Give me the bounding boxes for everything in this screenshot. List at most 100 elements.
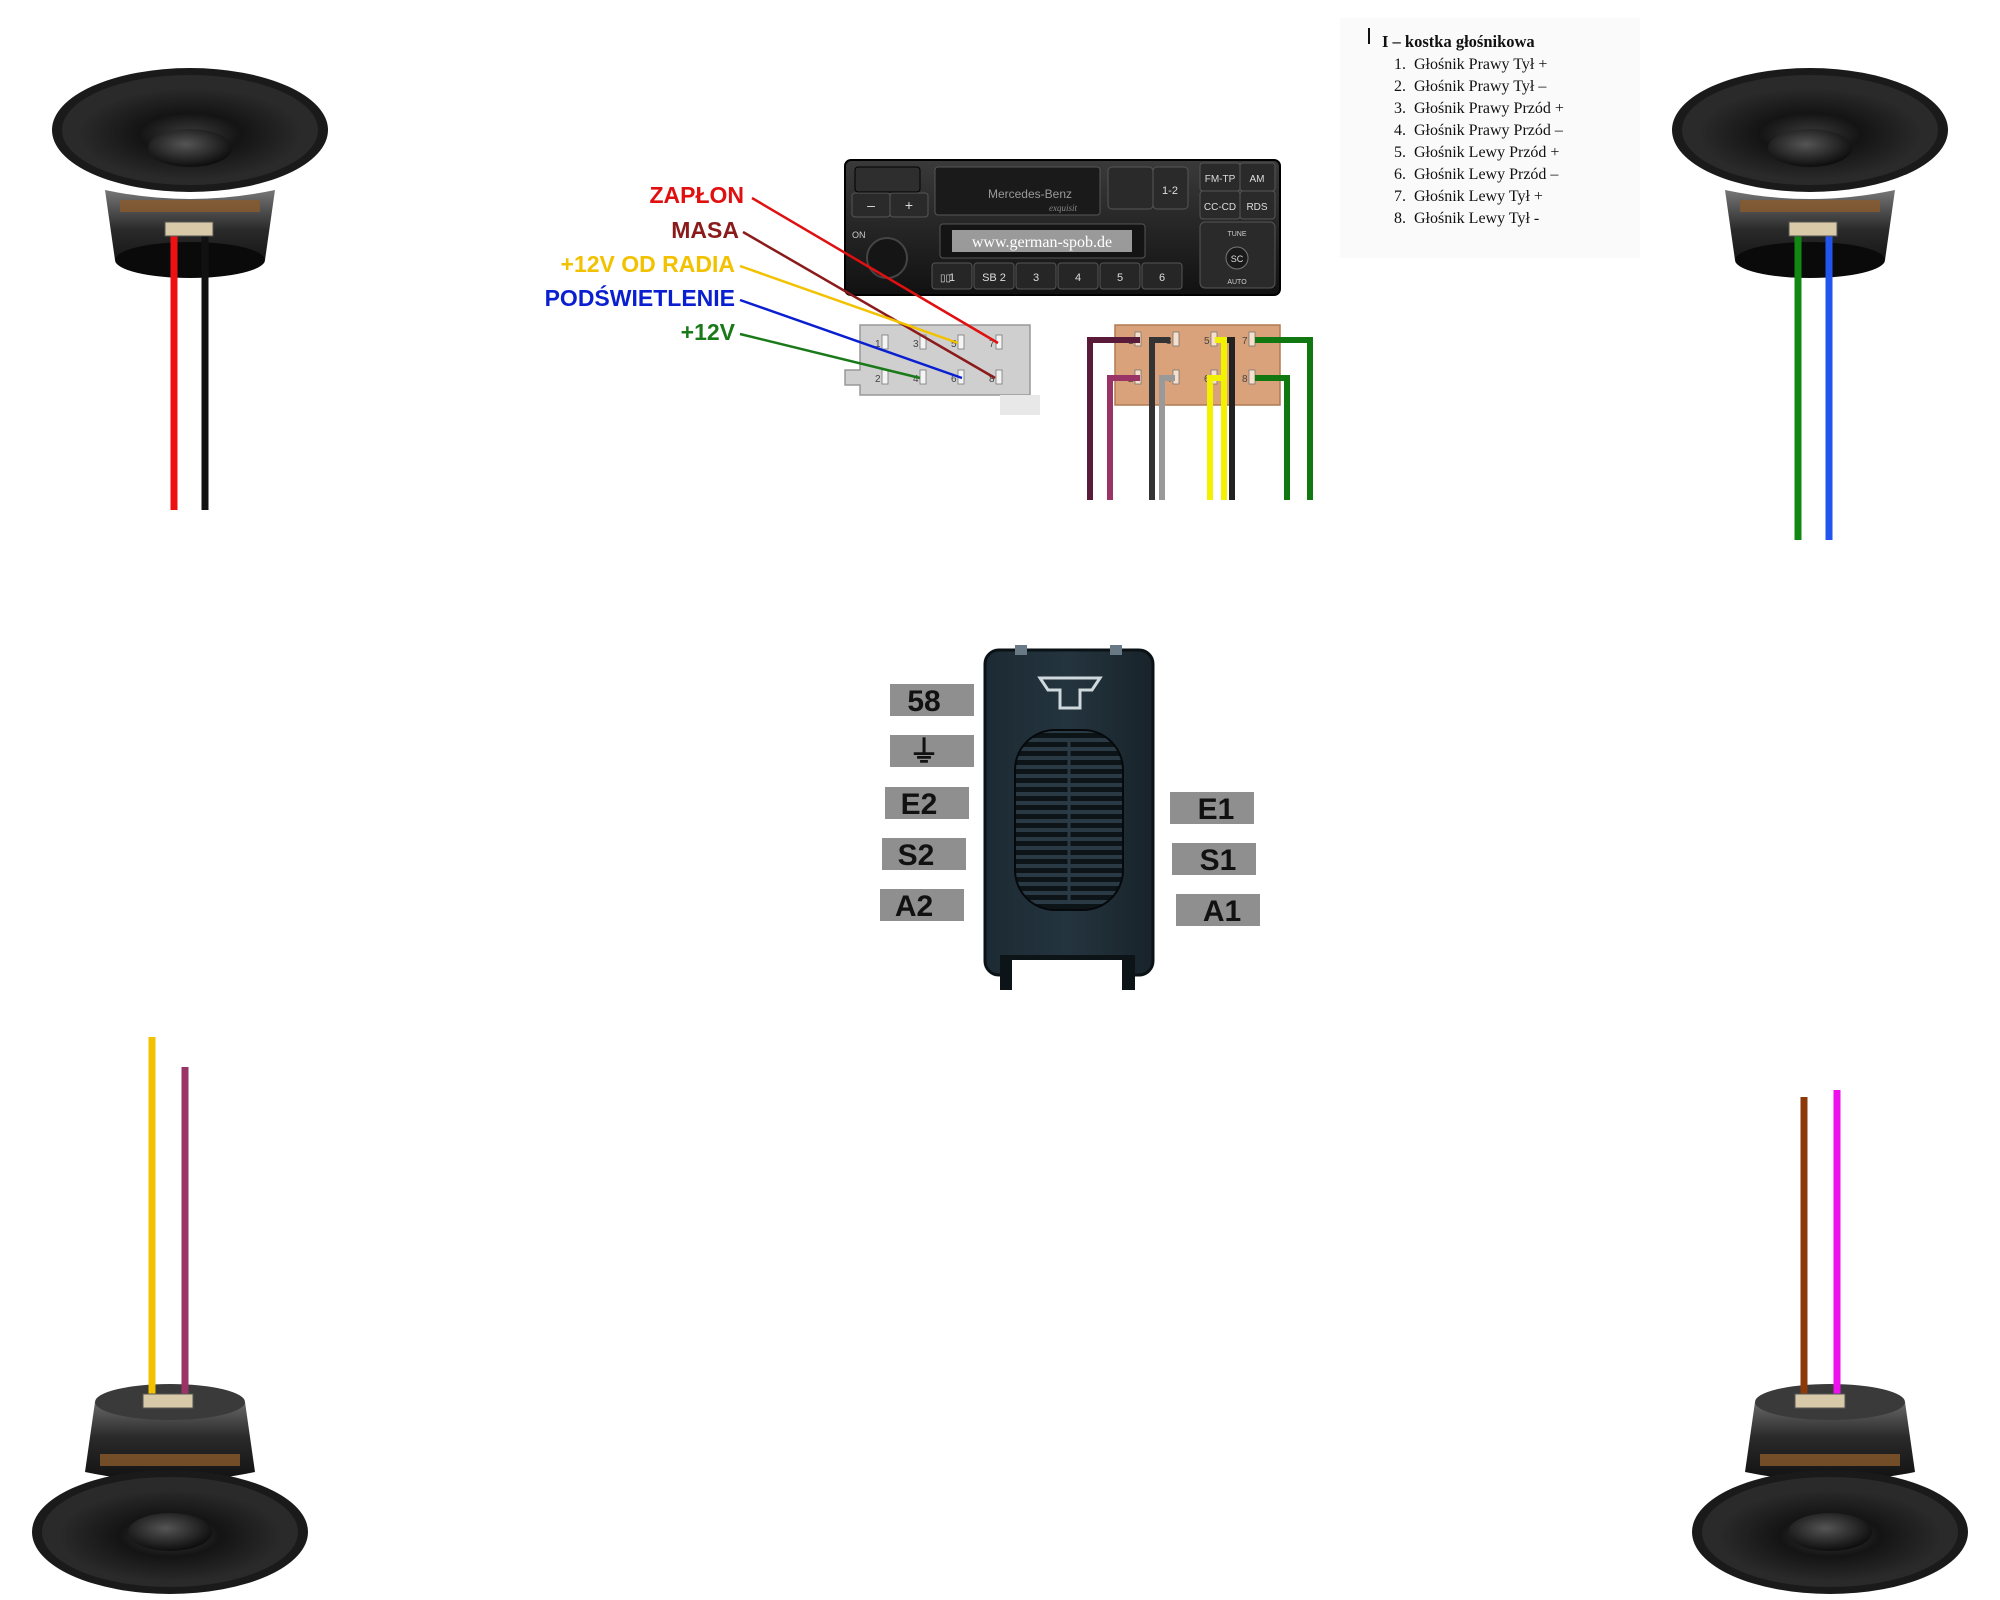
wire-label-masa: MASA	[671, 217, 739, 243]
conn-wire-9	[1255, 375, 1290, 500]
lead-12v-radio	[739, 264, 959, 345]
conn-wire-4	[1159, 375, 1175, 500]
radio-tune-label: TUNE	[1227, 231, 1246, 238]
connector-pin	[995, 369, 1003, 385]
radio-on-label: ON	[852, 230, 866, 240]
speaker-connector-legend: I – kostka głośnikowa Głośnik Prawy Tył …	[1340, 18, 1640, 258]
connector-pin-number: 4	[913, 374, 919, 385]
speaker-top-left	[52, 68, 328, 278]
terminal-label: S1	[1200, 844, 1237, 877]
lead-podswietlenie	[739, 298, 963, 380]
connector-pin	[881, 369, 889, 385]
lead-masa	[742, 230, 996, 380]
radio-url: www.german-spob.de	[972, 234, 1112, 251]
radio-volume-knob[interactable]	[866, 237, 908, 279]
speaker-wires	[142, 221, 1846, 1409]
legend-item: Głośnik Prawy Tył –	[1410, 76, 1564, 98]
legend-list: Głośnik Prawy Tył + Głośnik Prawy Tył – …	[1382, 54, 1564, 230]
conn-wire-1	[1087, 337, 1140, 500]
connector-pin-number: 1	[875, 339, 881, 350]
lead-zaplon	[751, 196, 999, 345]
connector-pin	[919, 369, 927, 385]
tape-icon: ▯▯	[940, 273, 951, 284]
legend-item: Głośnik Prawy Przód –	[1410, 120, 1564, 142]
radio-minus-label: –	[867, 197, 875, 213]
radio-preset-label: SB 2	[982, 272, 1006, 284]
legend-marker	[1368, 28, 1370, 44]
terminal-label: A1	[1203, 895, 1241, 928]
wire-label-group: ZAPŁON MASA +12V OD RADIA PODŚWIETLENIE …	[545, 182, 999, 380]
legend-item: Głośnik Prawy Tył +	[1410, 54, 1564, 76]
radio-preset-button[interactable]	[931, 262, 973, 290]
connector-pin-number: 5	[951, 339, 957, 350]
terminal-label: A2	[895, 890, 933, 923]
radio-plus-button[interactable]	[889, 192, 929, 218]
radio-sc-button[interactable]	[1225, 246, 1249, 270]
radio-preset-button[interactable]	[973, 262, 1015, 290]
radio-rds-button[interactable]	[1239, 190, 1276, 220]
radio-preset-label: 6	[1159, 272, 1165, 284]
terminal-badge	[890, 735, 974, 767]
radio-plus-label: +	[905, 197, 913, 213]
car-radio: Mercedes-Benz exquisit 1-2 FM-TP AM CC-C…	[844, 159, 1281, 296]
conn-wire-2	[1107, 375, 1140, 500]
legend-item: Głośnik Lewy Tył -	[1410, 208, 1564, 230]
connector-pin-number: 8	[1242, 374, 1248, 385]
connector-pin-number: 3	[913, 339, 919, 350]
wire-label-12v: +12V	[681, 319, 736, 345]
radio-preset-button[interactable]	[1099, 262, 1141, 290]
radio-knob-button[interactable]	[1107, 166, 1154, 210]
wire-label-podswietlenie: PODŚWIETLENIE	[545, 284, 735, 311]
terminal-label: 58	[907, 685, 940, 718]
connector-pin-number: 6	[951, 374, 957, 385]
terminal-badge	[1172, 843, 1256, 875]
radio-cc-cd-label: CC-CD	[1204, 202, 1236, 213]
conn-wire-6	[1215, 337, 1227, 500]
terminal-badge	[1170, 792, 1254, 824]
conn-wire-7	[1207, 375, 1225, 500]
radio-rds-label: RDS	[1246, 202, 1267, 213]
radio-model: exquisit	[1049, 203, 1077, 213]
radio-preset-button[interactable]	[1141, 262, 1183, 290]
connector-pin-number: 2	[875, 374, 881, 385]
radio-am-label: AM	[1250, 174, 1265, 185]
terminal-badge	[882, 838, 966, 870]
connector-pin-number: 5	[1204, 336, 1210, 347]
connector-pin-number: 7	[989, 339, 995, 350]
connector-pin	[1248, 369, 1256, 385]
radio-1-2-button[interactable]	[1152, 166, 1189, 210]
legend-item: Głośnik Prawy Przód +	[1410, 98, 1564, 120]
radio-preset-button[interactable]	[1015, 262, 1057, 290]
speaker-bottom-right	[1692, 1384, 1968, 1594]
speaker-bottom-left	[32, 1384, 308, 1594]
radio-preset-button[interactable]	[1057, 262, 1099, 290]
radio-sc-label: SC	[1231, 254, 1244, 264]
wire-label-zaplon: ZAPŁON	[649, 182, 744, 208]
conn-wire-3	[1149, 337, 1170, 500]
ground-icon: ⏚	[909, 736, 939, 769]
terminal-label: S2	[898, 839, 935, 872]
terminal-label: E2	[901, 788, 938, 821]
radio-1-2-label: 1-2	[1162, 185, 1178, 197]
terminal-badge	[1176, 894, 1260, 926]
terminal-badge	[890, 684, 974, 716]
legend-title: I – kostka głośnikowa	[1382, 32, 1535, 51]
conn-wire-5	[1225, 337, 1235, 500]
radio-preset-label: 1	[949, 272, 955, 284]
lead-12v	[739, 332, 921, 380]
radio-fm-tp-label: FM-TP	[1205, 174, 1236, 185]
radio-preset-label: 5	[1117, 272, 1123, 284]
speaker-connector-wires	[1087, 337, 1313, 500]
terminal-badge	[885, 787, 969, 819]
legend-item: Głośnik Lewy Przód +	[1410, 142, 1564, 164]
connector-pin	[1248, 331, 1256, 347]
radio-preset-label: 4	[1075, 272, 1081, 284]
wire-label-12v-radio: +12V OD RADIA	[561, 251, 735, 277]
connector-pin	[1172, 331, 1180, 347]
radio-brand: Mercedes-Benz	[988, 187, 1072, 201]
connector-pin	[881, 334, 889, 350]
